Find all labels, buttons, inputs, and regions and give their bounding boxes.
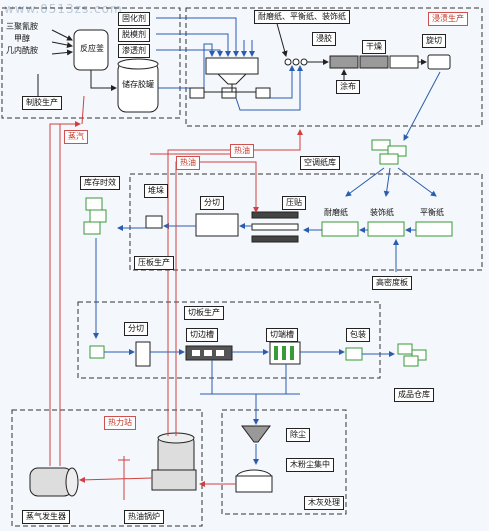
mixing-tanks — [189, 57, 271, 99]
cut-label: 旋切 — [422, 34, 446, 48]
warehouse-label: 成品仓库 — [394, 388, 434, 402]
storage-tank-vessel — [117, 58, 159, 113]
boiler-equipment — [29, 432, 197, 497]
press-label: 压贴 — [282, 196, 306, 210]
agent-release: 脱模剂 — [118, 28, 150, 42]
cut-split-label: 分切 — [124, 322, 148, 336]
glue-section-label: 制胶生产 — [22, 96, 62, 110]
dust-equipment — [235, 425, 273, 493]
material-melamine: 三聚氰胺 — [6, 22, 38, 31]
storage-aging-stack — [83, 197, 107, 235]
dust-remove-label: 除尘 — [286, 428, 310, 442]
watermark: www.0513zs.com — [4, 2, 123, 16]
paper-balance: 平衡纸 — [420, 208, 444, 217]
paper-wear: 耐磨纸 — [324, 208, 348, 217]
paper-stacks — [321, 221, 453, 237]
dry-label: 干燥 — [362, 40, 386, 54]
reactor-vessel — [73, 29, 109, 82]
paper-decor: 装饰纸 — [370, 208, 394, 217]
material-caprolactam: 几内酰胺 — [6, 46, 38, 55]
dip-label: 浸胶 — [312, 32, 336, 46]
impregnation-line — [284, 54, 451, 70]
heat-station-title: 热力站 — [104, 416, 136, 430]
end-label: 切端槽 — [266, 328, 298, 342]
ac-storage-stack — [371, 139, 407, 165]
ac-storage-label: 空调纸库 — [300, 156, 340, 170]
material-methanol: 甲醇 — [14, 34, 30, 43]
press-split-label: 分切 — [200, 196, 224, 210]
hot-oil-label-1: 热油 — [176, 156, 200, 170]
hdf-label: 高密度板 — [372, 276, 412, 290]
pressing-line — [145, 211, 299, 243]
steam-label: 蒸汽 — [64, 130, 88, 144]
stack-label: 堆垛 — [144, 184, 168, 198]
reactor-label: 反应釜 — [80, 44, 104, 53]
steam-generator-label: 蒸气发生器 — [22, 510, 70, 524]
hot-oil-label-2: 热油 — [230, 144, 254, 158]
pressing-section-label: 压板生产 — [134, 256, 174, 270]
oil-boiler-label: 热油锅炉 — [124, 510, 164, 524]
agent-curing: 固化剂 — [118, 12, 150, 26]
storage-tank-label: 储存胶罐 — [122, 80, 154, 89]
cutting-section-label: 切板生产 — [184, 306, 224, 320]
impregnation-section-label: 浸渍生产 — [428, 12, 468, 26]
storage-aging-label: 库存时效 — [80, 176, 120, 190]
dust-section-label: 木灰处理 — [304, 496, 344, 510]
impregnation-papers: 耐磨纸、平衡纸、装饰纸 — [254, 10, 350, 24]
dust-collect-label: 木粉尘集中 — [286, 458, 334, 472]
pack-label: 包装 — [346, 328, 370, 342]
coat-label: 涂布 — [336, 80, 360, 94]
agent-penetrant: 渗透剂 — [118, 44, 150, 58]
edge-label: 切边槽 — [186, 328, 218, 342]
